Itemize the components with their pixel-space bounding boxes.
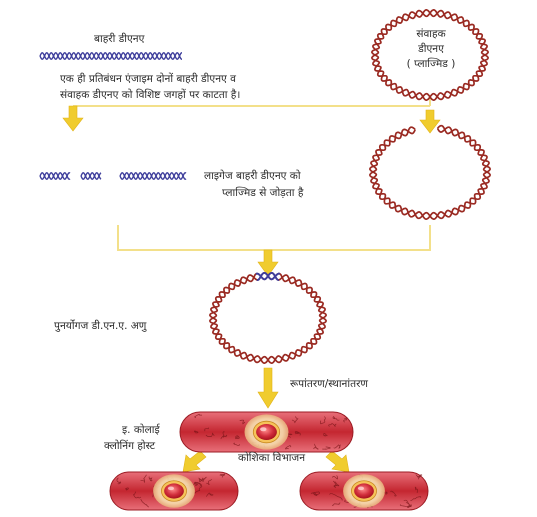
dna-layer	[39, 9, 491, 364]
ligase-text-1: लाइगेज बाहरी डीएनए को	[204, 170, 301, 182]
arrow-division-left	[182, 450, 207, 473]
recombinant-plasmid-ring	[209, 271, 327, 364]
cell-division-label: कोशिका विभाजन	[238, 452, 306, 464]
vector-dna-label-2: डीएनए	[418, 43, 444, 55]
transformation-label: रूपांतरण/स्थानांतरण	[290, 378, 368, 390]
arrow-division-right	[325, 450, 350, 473]
ecoli-daughter-cell-right	[299, 471, 429, 511]
ligase-text-2: प्लाज्मिड से जोड़ता है	[222, 187, 304, 199]
arrow-down-transform	[257, 367, 279, 409]
ecoli-host-cell	[179, 411, 354, 453]
vector-dna-label-1: संवाहक	[416, 28, 446, 40]
foreign-dna-fragment-insert	[80, 172, 102, 180]
vector-plasmid-ring	[371, 9, 489, 101]
cells-layer	[109, 411, 429, 511]
foreign-dna-label: बाहरी डीएनए	[94, 33, 145, 45]
cut-plasmid-ring	[369, 124, 491, 220]
restriction-enzyme-text-2: संवाहक डीएनए को विशिष्ट जगहों पर काटता ह…	[60, 89, 241, 101]
flow-arrows	[62, 105, 441, 473]
host-label-1: इ. कोलाई	[122, 424, 160, 436]
ecoli-daughter-cell-left	[109, 471, 239, 511]
foreign-dna-strand	[39, 52, 182, 60]
foreign-dna-fragment-left	[39, 172, 71, 180]
foreign-dna-fragment-right	[119, 172, 187, 180]
recombinant-dna-label: पुनर्योगज डी.एन.ए. अणु	[54, 320, 147, 332]
restriction-enzyme-text-1: एक ही प्रतिबंधन एंजाइम दोनों बाहरी डीएनए…	[60, 73, 237, 85]
host-label-2: क्लोनिंग होस्ट	[104, 440, 156, 452]
vector-dna-label-3: ( प्लाज्मिड )	[406, 58, 456, 70]
arrow-down-right	[419, 109, 441, 134]
arrow-down-center	[257, 249, 279, 277]
arrow-down-left	[62, 105, 84, 132]
